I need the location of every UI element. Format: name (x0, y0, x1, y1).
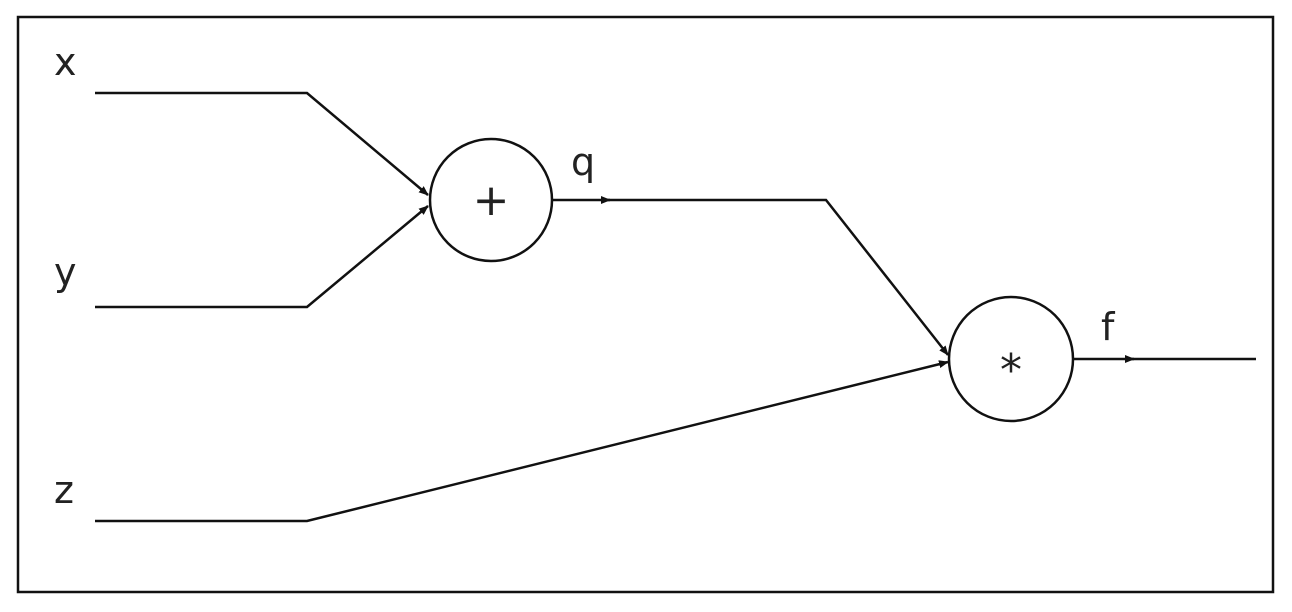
edge-label-f: f (1101, 305, 1116, 349)
input-label-y: y (54, 250, 77, 294)
edge-label-q: q (571, 140, 595, 184)
input-label-x: x (54, 40, 77, 84)
wire-q-to-mul (605, 198, 949, 356)
wire-z-to-mul (95, 360, 949, 523)
wire-x-to-add (95, 91, 429, 196)
wire-y-to-add (95, 205, 429, 309)
input-label-z: z (54, 468, 74, 512)
mul-node-symbol: * (1000, 345, 1022, 396)
frame-border (16, 15, 1275, 594)
add-node-symbol: + (473, 175, 510, 226)
